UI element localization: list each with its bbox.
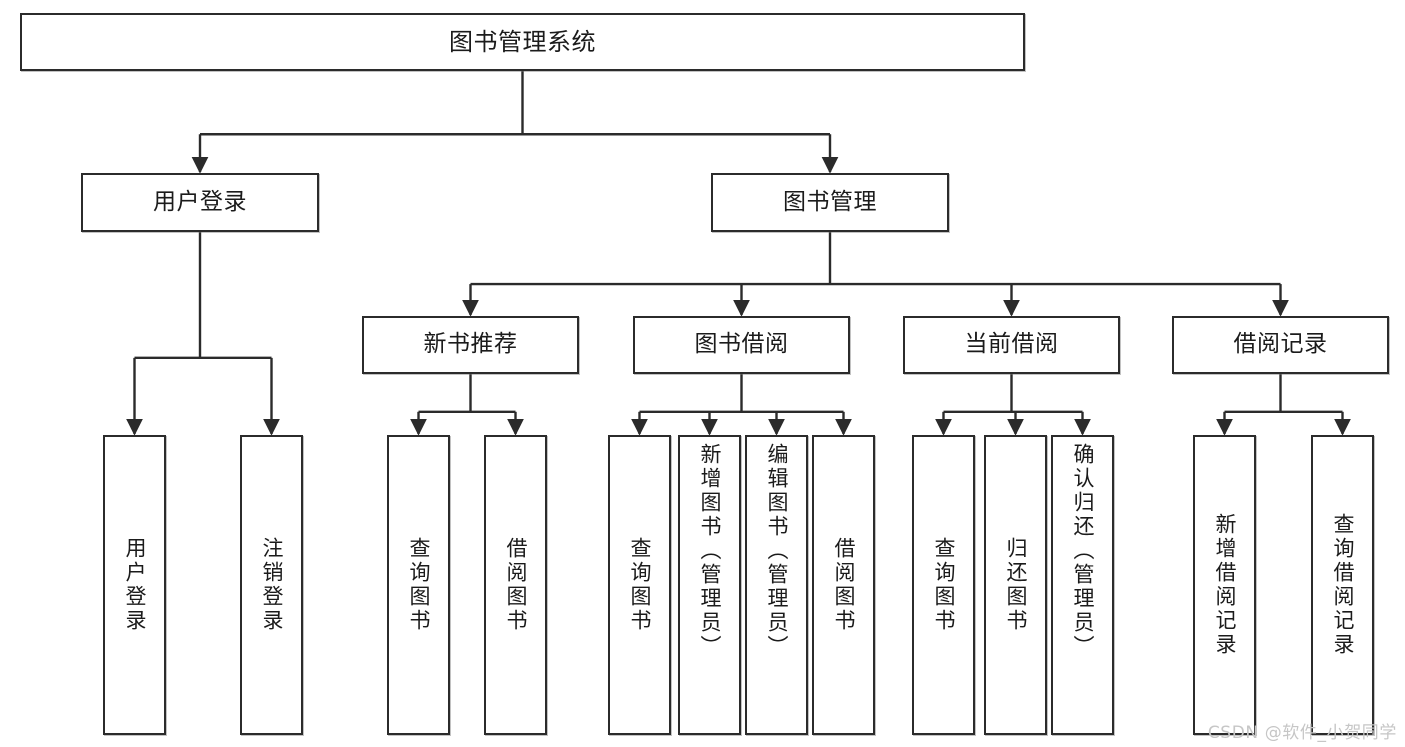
node-label: 编辑图书（管理员）: [765, 443, 789, 659]
node-n-query[interactable]: 查询图书: [387, 435, 450, 735]
node-c-confirm[interactable]: 确认归还（管理员）: [1051, 435, 1114, 735]
node-label: 查询图书: [628, 537, 652, 633]
node-label: 用户登录: [123, 537, 147, 633]
node-b-query[interactable]: 查询图书: [608, 435, 671, 735]
node-label: 查询借阅记录: [1331, 513, 1355, 657]
node-r-add[interactable]: 新增借阅记录: [1193, 435, 1256, 735]
node-label: 查询图书: [932, 537, 956, 633]
node-c-query[interactable]: 查询图书: [912, 435, 975, 735]
node-r-query[interactable]: 查询借阅记录: [1311, 435, 1374, 735]
node-label: 新增借阅记录: [1213, 513, 1237, 657]
node-label: 借阅图书: [832, 537, 856, 633]
node-records[interactable]: 借阅记录: [1172, 316, 1389, 374]
node-login[interactable]: 用户登录: [81, 173, 319, 232]
watermark-text: CSDN @软件_小贺同学: [1207, 723, 1397, 743]
node-label: 借阅记录: [1233, 331, 1328, 358]
node-label: 归还图书: [1004, 537, 1028, 633]
node-label: 确认归还（管理员）: [1071, 443, 1095, 659]
node-b-edit[interactable]: 编辑图书（管理员）: [745, 435, 808, 735]
node-label: 图书管理: [783, 188, 877, 215]
node-label: 注销登录: [260, 537, 284, 633]
node-c-return[interactable]: 归还图书: [984, 435, 1047, 735]
node-label: 新书推荐: [423, 331, 518, 358]
node-label: 借阅图书: [504, 537, 528, 633]
node-root[interactable]: 图书管理系统: [20, 13, 1025, 71]
node-label: 当前借阅: [964, 331, 1059, 358]
node-label: 查询图书: [407, 537, 431, 633]
node-newbook[interactable]: 新书推荐: [362, 316, 579, 374]
node-label: 图书管理系统: [449, 27, 596, 56]
node-current[interactable]: 当前借阅: [903, 316, 1120, 374]
node-b-lend[interactable]: 借阅图书: [812, 435, 875, 735]
node-l-login[interactable]: 用户登录: [103, 435, 166, 735]
node-label: 图书借阅: [694, 331, 789, 358]
node-label: 新增图书（管理员）: [698, 443, 722, 659]
node-b-add[interactable]: 新增图书（管理员）: [678, 435, 741, 735]
node-label: 用户登录: [153, 188, 247, 215]
node-l-logout[interactable]: 注销登录: [240, 435, 303, 735]
node-n-borrow[interactable]: 借阅图书: [484, 435, 547, 735]
node-bookmgmt[interactable]: 图书管理: [711, 173, 949, 232]
node-borrow[interactable]: 图书借阅: [633, 316, 850, 374]
